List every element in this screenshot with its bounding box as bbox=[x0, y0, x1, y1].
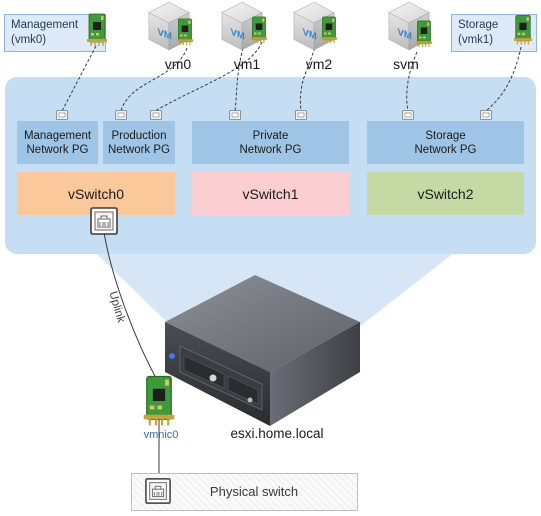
svm-icon bbox=[388, 1, 430, 51]
vm2-icon bbox=[293, 1, 335, 51]
vm2-label: vm2 bbox=[305, 56, 333, 72]
physical-links bbox=[103, 231, 160, 484]
management-vmkernel-box: Management (vmk0) bbox=[4, 14, 106, 52]
vmkernel-name: Storage bbox=[458, 19, 499, 31]
port-group-type: Network PG bbox=[239, 143, 302, 156]
port-group-name: Management bbox=[23, 129, 92, 142]
private-port-group: Private Network PG bbox=[192, 121, 349, 164]
vswitch-label: vSwitch0 bbox=[67, 185, 125, 202]
storage-port-group: Storage Network PG bbox=[367, 121, 524, 164]
vswitch0: vSwitch0 bbox=[17, 172, 175, 215]
esxi-server-icon bbox=[165, 275, 360, 426]
vm2-nic-icon bbox=[320, 16, 338, 44]
physical-switch-label: Physical switch bbox=[209, 484, 299, 499]
vm0-label: vm0 bbox=[164, 56, 192, 72]
port-group-name: Production bbox=[111, 129, 167, 142]
vswitch2: vSwitch2 bbox=[367, 172, 524, 215]
vm0-nic-icon bbox=[176, 18, 194, 46]
vmkernel-name: Management bbox=[11, 19, 79, 31]
storage-vmkernel-box: Storage (vmk1) bbox=[451, 14, 537, 52]
vswitch-label: vSwitch1 bbox=[242, 185, 299, 202]
management-port-group: Management Network PG bbox=[17, 121, 98, 164]
svm-nic-icon bbox=[415, 20, 433, 48]
port-group-type: Network PG bbox=[26, 143, 89, 156]
vmnic0-icon bbox=[142, 375, 176, 427]
vm1-nic-icon bbox=[250, 16, 268, 44]
vswitch1: vSwitch1 bbox=[192, 172, 349, 215]
vmkernel-id: (vmk1) bbox=[458, 34, 494, 46]
server-label: esxi.home.local bbox=[230, 426, 324, 441]
vm1-icon bbox=[221, 1, 263, 51]
port-group-type: Network PG bbox=[414, 143, 477, 156]
svm-label: svm bbox=[393, 56, 419, 72]
port-group-name: Private bbox=[252, 129, 289, 142]
vswitch-label: vSwitch2 bbox=[417, 185, 474, 202]
esxi-host-panel bbox=[5, 77, 536, 254]
vm0-icon bbox=[148, 1, 190, 51]
uplink-label: Uplink bbox=[106, 290, 127, 325]
vmnic0-label: vmnic0 bbox=[143, 429, 179, 441]
vm1-label: vm1 bbox=[233, 56, 261, 72]
port-group-name: Storage bbox=[425, 129, 466, 142]
host-light-beam bbox=[95, 252, 455, 330]
vmkernel-id: (vmk0) bbox=[11, 34, 47, 46]
port-group-type: Network PG bbox=[108, 143, 170, 156]
production-port-group: Production Network PG bbox=[103, 121, 175, 164]
